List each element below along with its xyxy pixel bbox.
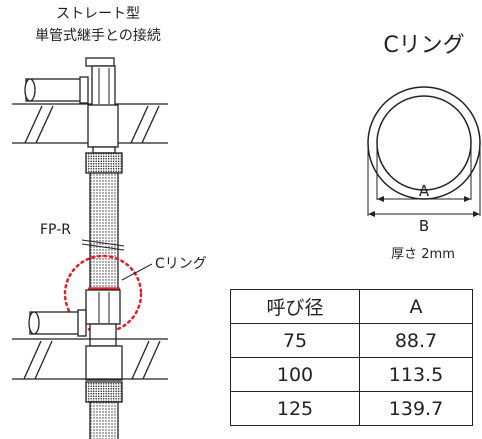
diagram-title-line1: ストレート型 bbox=[56, 6, 140, 22]
c-ring-detail bbox=[367, 86, 481, 217]
c-ring-callout-label: Cリング bbox=[155, 256, 207, 272]
ring-dimension-table: 呼び径 A 75 88.7 100 113.5 125 139.7 bbox=[230, 289, 473, 426]
ring-detail-title: Cリング bbox=[383, 33, 464, 58]
upper-joint bbox=[85, 57, 119, 154]
lower-joint bbox=[85, 289, 123, 381]
thickness-note: 厚さ 2mm bbox=[391, 247, 455, 262]
lower-branch-pipe bbox=[28, 309, 87, 337]
fp-r-pipe bbox=[89, 172, 119, 289]
header-nominal-diameter: 呼び径 bbox=[230, 289, 360, 324]
lower-floor-slab bbox=[12, 338, 168, 380]
table-row: 125 139.7 bbox=[230, 391, 473, 426]
lower-fp-r-pipe bbox=[89, 401, 119, 439]
dimension-a-label: A bbox=[419, 182, 430, 200]
upper-branch-pipe bbox=[24, 76, 89, 104]
table-row: 100 113.5 bbox=[230, 357, 473, 392]
cell-dimension-a: 139.7 bbox=[359, 391, 473, 426]
dimension-b-label: B bbox=[419, 217, 429, 235]
cell-nominal-diameter: 125 bbox=[230, 391, 360, 426]
table-row: 75 88.7 bbox=[230, 323, 473, 358]
fp-r-label: FP-R bbox=[40, 222, 71, 238]
lower-adapter-band bbox=[85, 381, 123, 403]
cell-dimension-a: 88.7 bbox=[359, 323, 473, 358]
header-dimension-a: A bbox=[359, 289, 473, 324]
table-header-row: 呼び径 A bbox=[230, 289, 473, 324]
cell-dimension-a: 113.5 bbox=[359, 357, 473, 392]
upper-adapter-band bbox=[85, 152, 123, 174]
diagram-title-line2: 単管式継手との接続 bbox=[35, 27, 161, 44]
cell-nominal-diameter: 75 bbox=[230, 323, 360, 358]
cell-nominal-diameter: 100 bbox=[230, 357, 360, 392]
